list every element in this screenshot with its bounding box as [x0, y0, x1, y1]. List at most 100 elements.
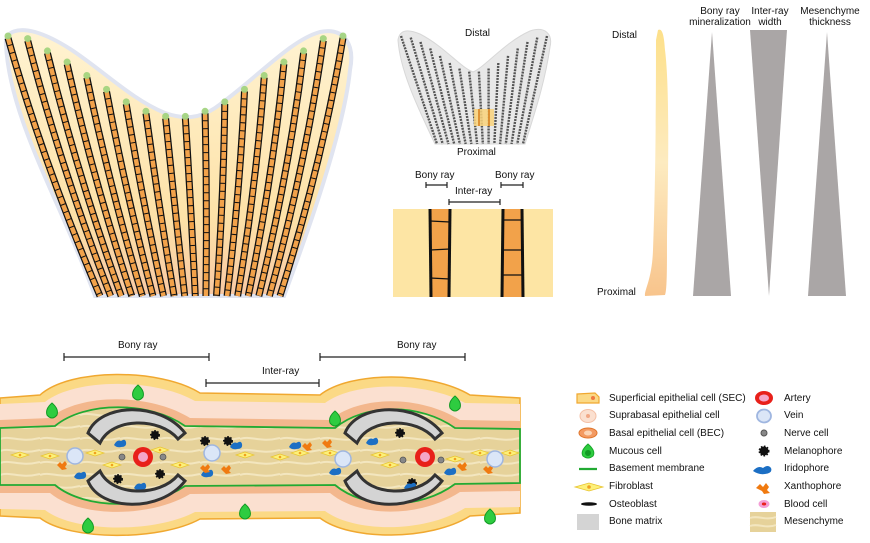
legend-item-artery: Artery [750, 390, 811, 406]
thumbnail-ray [504, 48, 519, 145]
hemiray-left-bottom [86, 468, 188, 506]
xanthophore [221, 465, 231, 474]
legend-item-melanophore: Melanophore [750, 443, 842, 459]
gradient-bone-mineralization [693, 32, 731, 296]
mucous-cell [329, 410, 341, 427]
ray-tip [142, 107, 150, 115]
artery-left [133, 447, 153, 467]
fin-rays-group [4, 32, 347, 298]
melanophore [155, 469, 165, 479]
legend-item-basal-epithelial-cell-bec: Basal epithelial cell (BEC) [575, 425, 724, 441]
vein [486, 450, 504, 468]
thumbnail-ray [467, 71, 479, 145]
blood-cell-icon [750, 496, 780, 512]
xanthophore [322, 439, 332, 448]
legend-item-nerve-cell: Nerve cell [750, 425, 828, 441]
iridophore [134, 482, 147, 491]
legend-item-suprabasal-epithelial-cell: Suprabasal epithelial cell [575, 408, 720, 424]
legend-label: Fibroblast [609, 481, 653, 492]
mucous-cell [449, 395, 461, 412]
legend-label: Vein [784, 410, 804, 422]
ray-tip [201, 107, 209, 115]
legend-item-superficial-epithelial-cell-sec: Superficial epithelial cell (SEC) [575, 390, 746, 406]
ray-tip [122, 98, 130, 106]
thumbnail-ray [438, 55, 462, 145]
iridophore [366, 437, 379, 446]
legend-label: Suprabasal epithelial cell [609, 410, 720, 422]
iridophore [230, 441, 243, 450]
ray-tip [319, 35, 327, 43]
thumbnail-ray [521, 35, 549, 145]
thumbnail-ray [399, 35, 439, 145]
thumbnail-ray [419, 41, 450, 145]
thumbnail-ray [409, 37, 444, 145]
legend: Superficial epithelial cell (SEC) Supraba… [573, 390, 870, 540]
mucous-cell [484, 508, 496, 525]
fin-cross-section-illustration [0, 373, 521, 537]
artery-icon [750, 390, 780, 406]
hemiray-right-bottom [343, 468, 445, 506]
melanophore [395, 428, 405, 438]
legend-item-xanthophore: Xanthophore [750, 479, 841, 495]
thumbnail-ray [498, 55, 510, 145]
panel-c-distal-label: Distal [612, 30, 638, 41]
section-scale-bars [63, 353, 466, 387]
bony-ray [266, 35, 327, 297]
ray-tip [240, 85, 248, 93]
xanthophore [483, 465, 493, 474]
bony-ray [122, 98, 167, 297]
bony-ray [103, 85, 157, 297]
legend-item-bone-matrix: Bone matrix [575, 513, 662, 530]
bony-ray [142, 107, 178, 297]
legend-label: Osteoblast [609, 498, 657, 510]
artery-right [415, 447, 435, 467]
panel-c-proximal-label: Proximal [597, 287, 636, 298]
melanophore [150, 430, 160, 440]
thumbnail-ray [477, 71, 485, 145]
iridophore-icon [750, 461, 780, 477]
inset-bony-ray-right-label: Bony ray [495, 170, 535, 181]
legend-item-mesenchyme: Mesenchyme [749, 511, 843, 532]
legend-label: Mucous cell [609, 445, 662, 457]
bony-ray [181, 112, 199, 297]
vein [334, 450, 352, 468]
hemiray-right-top [343, 408, 445, 446]
nerve-cell [159, 453, 167, 461]
ray-tip [4, 32, 12, 40]
vein [203, 444, 221, 462]
ray-tip [221, 98, 229, 106]
inset-scale-bars [425, 182, 524, 205]
gradient-mesenchyme-thickness [808, 32, 846, 296]
legend-item-mucous-cell: Mucous cell [575, 443, 662, 459]
mucous-cell [82, 517, 94, 534]
thumbnail-ray [493, 62, 500, 145]
ray-tip [43, 47, 51, 55]
melanophore [113, 474, 123, 484]
xanthophore [57, 461, 67, 470]
ray-tip [24, 35, 32, 43]
fin-thumbnail-illustration [397, 29, 552, 145]
bone-matrix-icon [575, 513, 605, 530]
thumbnail-ray [516, 37, 539, 145]
ray-tip [83, 71, 91, 79]
fin-thumbnail-rays [399, 35, 549, 145]
bony-ray [234, 71, 268, 297]
inset-bony-ray-left-label: Bony ray [415, 170, 455, 181]
nerve-cell [118, 453, 126, 461]
melanophore [200, 436, 210, 446]
gradient-bars [644, 29, 846, 297]
bony-ray [244, 58, 288, 297]
bony-ray [201, 107, 210, 297]
legend-label: Iridophore [784, 463, 830, 475]
legend-label: Superficial epithelial cell (SEC) [609, 392, 746, 404]
ray-tip [162, 112, 170, 120]
mucous-cell [239, 503, 251, 520]
nerve-cell [437, 456, 445, 464]
section-bony-ray-left-label: Bony ray [118, 340, 158, 351]
legend-item-iridophore: Iridophore [750, 461, 829, 477]
basement-membrane-icon [575, 461, 605, 477]
bony-ray [276, 32, 347, 298]
xanthophore-icon [750, 479, 780, 495]
